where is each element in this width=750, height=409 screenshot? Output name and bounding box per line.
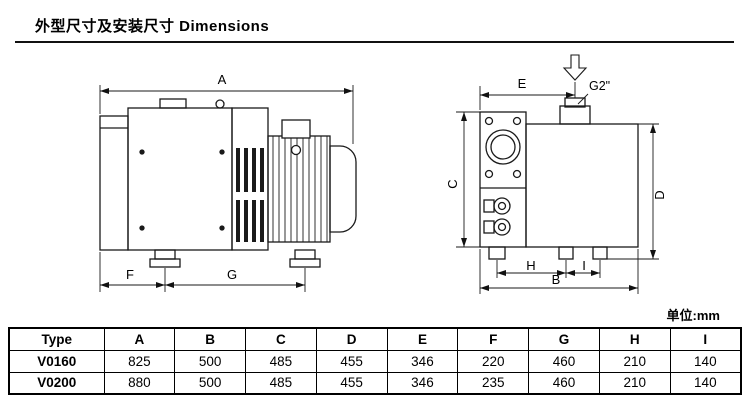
dim-label-h: H [526,258,535,273]
value-cell: 460 [528,371,600,395]
value-cell: 210 [598,349,671,373]
dimensions-table: Type A B C D E F G H I V0160 825 500 485… [8,327,742,395]
value-cell: 455 [315,349,388,373]
drain-port [493,218,511,236]
pump-end-plate [525,123,639,248]
dim-label-e: E [518,76,527,91]
pump-foot [558,246,574,260]
pump-foot [488,246,506,260]
flow-direction-arrow [562,54,588,81]
title-divider [15,41,734,43]
inlet-flange [479,111,527,248]
col-header-g: G [528,327,600,351]
col-header-f: F [457,327,530,351]
pump-foot [154,249,176,260]
value-cell: 455 [315,371,388,395]
value-cell: 485 [245,349,317,373]
pump-housing [127,107,233,251]
unit-label: 单位:mm [666,308,720,323]
pump-foot [592,246,608,260]
col-header-a: A [103,327,176,351]
value-cell: 485 [245,371,317,395]
dim-label-f: F [126,267,134,282]
dim-label-b: B [552,272,561,287]
side-view-body [99,98,357,268]
type-cell: V0200 [8,371,105,395]
inlet-port [485,129,521,165]
dim-label-c: C [445,179,460,188]
col-header-type: Type [8,327,105,351]
value-cell: 500 [174,371,247,395]
col-header-c: C [245,327,317,351]
drain-port [493,197,511,215]
value-cell: 220 [457,349,530,373]
dim-label-g: G [227,267,237,282]
vent-grille [231,107,269,251]
end-view-dimensions [456,82,659,294]
table-header-row: Type A B C D E F G H I [8,327,742,351]
col-header-b: B [174,327,247,351]
table-row-v0160: V0160 825 500 485 455 346 220 460 210 14… [8,349,742,373]
end-view-labels: E G2" C D H I B [445,76,667,287]
dim-label-d: D [652,190,667,199]
value-cell: 880 [103,371,176,395]
col-header-d: D [315,327,388,351]
value-cell: 346 [386,371,459,395]
pump-foot [294,249,316,260]
port-size-label: G2" [589,79,610,93]
dim-label-i: I [582,258,586,273]
value-cell: 235 [457,371,530,395]
value-cell: 346 [386,349,459,373]
motor-body [267,135,331,243]
value-cell: 210 [598,371,671,395]
col-header-i: I [669,327,742,351]
end-view-body [479,54,639,260]
type-cell: V0160 [8,349,105,373]
col-header-h: H [598,327,671,351]
value-cell: 825 [103,349,176,373]
oil-filler [215,99,225,109]
motor-eyebolt [290,144,302,156]
side-view-dimensions [99,85,354,292]
side-view-labels: A F G [126,72,237,282]
value-cell: 460 [528,349,600,373]
col-header-e: E [386,327,459,351]
g2-port [559,105,591,125]
motor-end-bell [329,145,357,233]
value-cell: 140 [669,371,742,395]
value-cell: 140 [669,349,742,373]
value-cell: 500 [174,349,247,373]
terminal-box [281,119,311,139]
pump-end-cap [99,115,129,251]
lifting-lug [159,98,187,109]
table-row-v0200: V0200 880 500 485 455 346 235 460 210 14… [8,371,742,395]
dim-label-a: A [218,72,227,87]
page-title: 外型尺寸及安装尺寸 Dimensions [35,18,270,35]
